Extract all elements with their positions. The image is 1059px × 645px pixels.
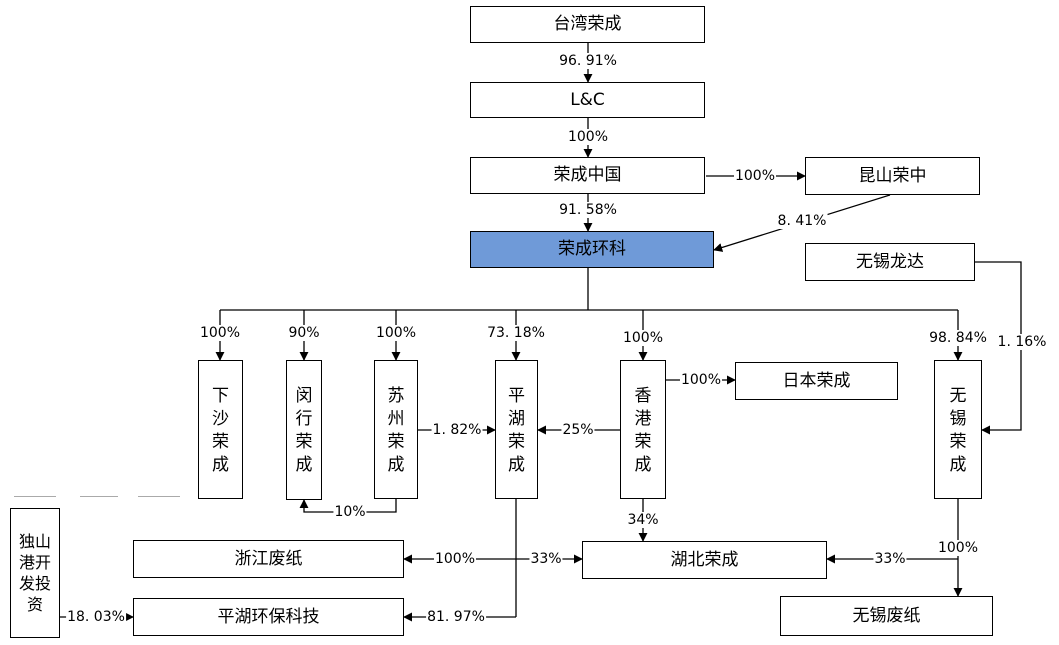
label-pinghu-zhejiang: 100%	[433, 551, 477, 567]
label-huanke-xiasha: 100%	[198, 325, 242, 341]
entity-wuxi-rongcheng: 无 锡 荣 成	[934, 360, 982, 499]
label-china-huanke: 91. 58%	[558, 202, 618, 218]
label-huanke-minxing: 90%	[287, 325, 321, 341]
entity-rongcheng-china: 荣成中国	[470, 157, 705, 194]
label-taiwan-lc: 96. 91%	[558, 53, 618, 69]
label-wuxi-wuxipaper: 100%	[936, 540, 980, 556]
entity-lc: L&C	[470, 82, 705, 118]
label-dushan-pinghuenv: 18. 03%	[66, 609, 126, 625]
label-kunshan-huanke: 8. 41%	[776, 213, 828, 229]
label-huanke-hongkong: 100%	[621, 330, 665, 346]
label-lc-china: 100%	[566, 129, 610, 145]
entity-wuxi-longda: 无锡龙达	[805, 243, 975, 281]
label-pinghu-pinghuenv: 81. 97%	[426, 609, 486, 625]
label-hongkong-hubei: 34%	[626, 512, 660, 528]
label-longda-wuxi: 1. 16%	[996, 334, 1048, 350]
entity-pinghu-rongcheng: 平 湖 荣 成	[495, 360, 538, 499]
entity-zhejiang-waste-paper: 浙江废纸	[133, 540, 404, 578]
label-china-kunshan: 100%	[733, 168, 777, 184]
dash-artifact-1	[14, 496, 56, 497]
label-huanke-suzhou: 100%	[374, 325, 418, 341]
entity-kunshan-rongzhong: 昆山荣中	[805, 157, 980, 195]
entity-dushan-port: 独山 港开 发投 资	[10, 508, 60, 638]
entity-suzhou-rongcheng: 苏 州 荣 成	[374, 360, 418, 499]
entity-hubei-rongcheng: 湖北荣成	[582, 541, 827, 579]
entity-pinghu-env-tech: 平湖环保科技	[133, 598, 404, 636]
label-hongkong-japan: 100%	[679, 372, 723, 388]
label-pinghu-hubei: 33%	[529, 551, 563, 567]
entity-hongkong-rongcheng: 香 港 荣 成	[620, 360, 666, 499]
entity-xiasha-rongcheng: 下 沙 荣 成	[198, 360, 243, 499]
dash-artifact-2	[80, 496, 118, 497]
entity-taiwan-rongcheng: 台湾荣成	[470, 6, 705, 43]
label-huanke-wuxi: 98. 84%	[928, 330, 988, 346]
label-wuxi-hubei: 33%	[873, 551, 907, 567]
label-huanke-pinghu: 73. 18%	[486, 325, 546, 341]
label-hongkong-pinghu: 25%	[561, 422, 595, 438]
entity-japan-rongcheng: 日本荣成	[735, 362, 898, 400]
dash-artifact-3	[138, 496, 180, 497]
label-suzhou-pinghu: 1. 82%	[431, 422, 483, 438]
entity-wuxi-waste-paper: 无锡废纸	[780, 596, 993, 636]
label-suzhou-minxing: 10%	[333, 504, 367, 520]
entity-minxing-rongcheng: 闵 行 荣 成	[286, 360, 322, 500]
entity-rongcheng-huanke: 荣成环科	[470, 231, 714, 268]
